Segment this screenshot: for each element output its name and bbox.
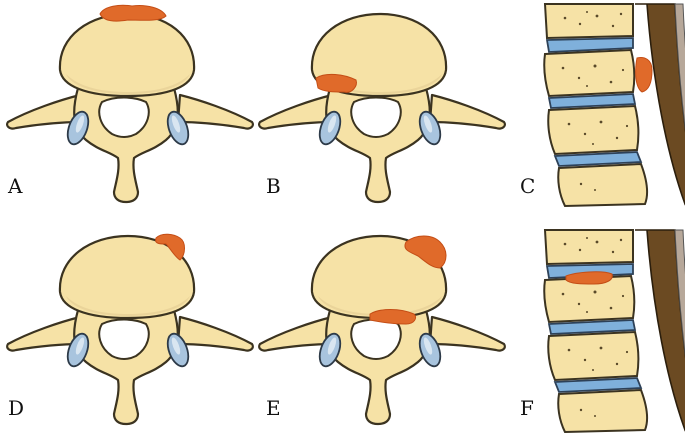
panel-f: F xyxy=(520,229,685,433)
panel-label-b: B xyxy=(266,174,281,198)
panel-label-d: D xyxy=(8,396,24,420)
lesion-d xyxy=(155,233,185,261)
panel-d: D xyxy=(6,233,254,426)
lesion-e-anterior xyxy=(404,235,447,269)
lesion-a xyxy=(99,4,167,22)
panel-label-c: C xyxy=(520,174,535,198)
lesion-b xyxy=(315,73,357,93)
panel-label-a: A xyxy=(7,174,23,198)
panel-label-f: F xyxy=(520,396,534,420)
lesion-e-posterior xyxy=(369,309,417,325)
lesion-f xyxy=(565,271,613,285)
lesion-c xyxy=(635,57,653,93)
panel-label-e: E xyxy=(266,396,281,420)
panel-c: C xyxy=(520,3,685,207)
panel-b: B xyxy=(258,12,506,204)
panel-e: E xyxy=(258,234,506,426)
panel-a: A xyxy=(6,4,254,204)
